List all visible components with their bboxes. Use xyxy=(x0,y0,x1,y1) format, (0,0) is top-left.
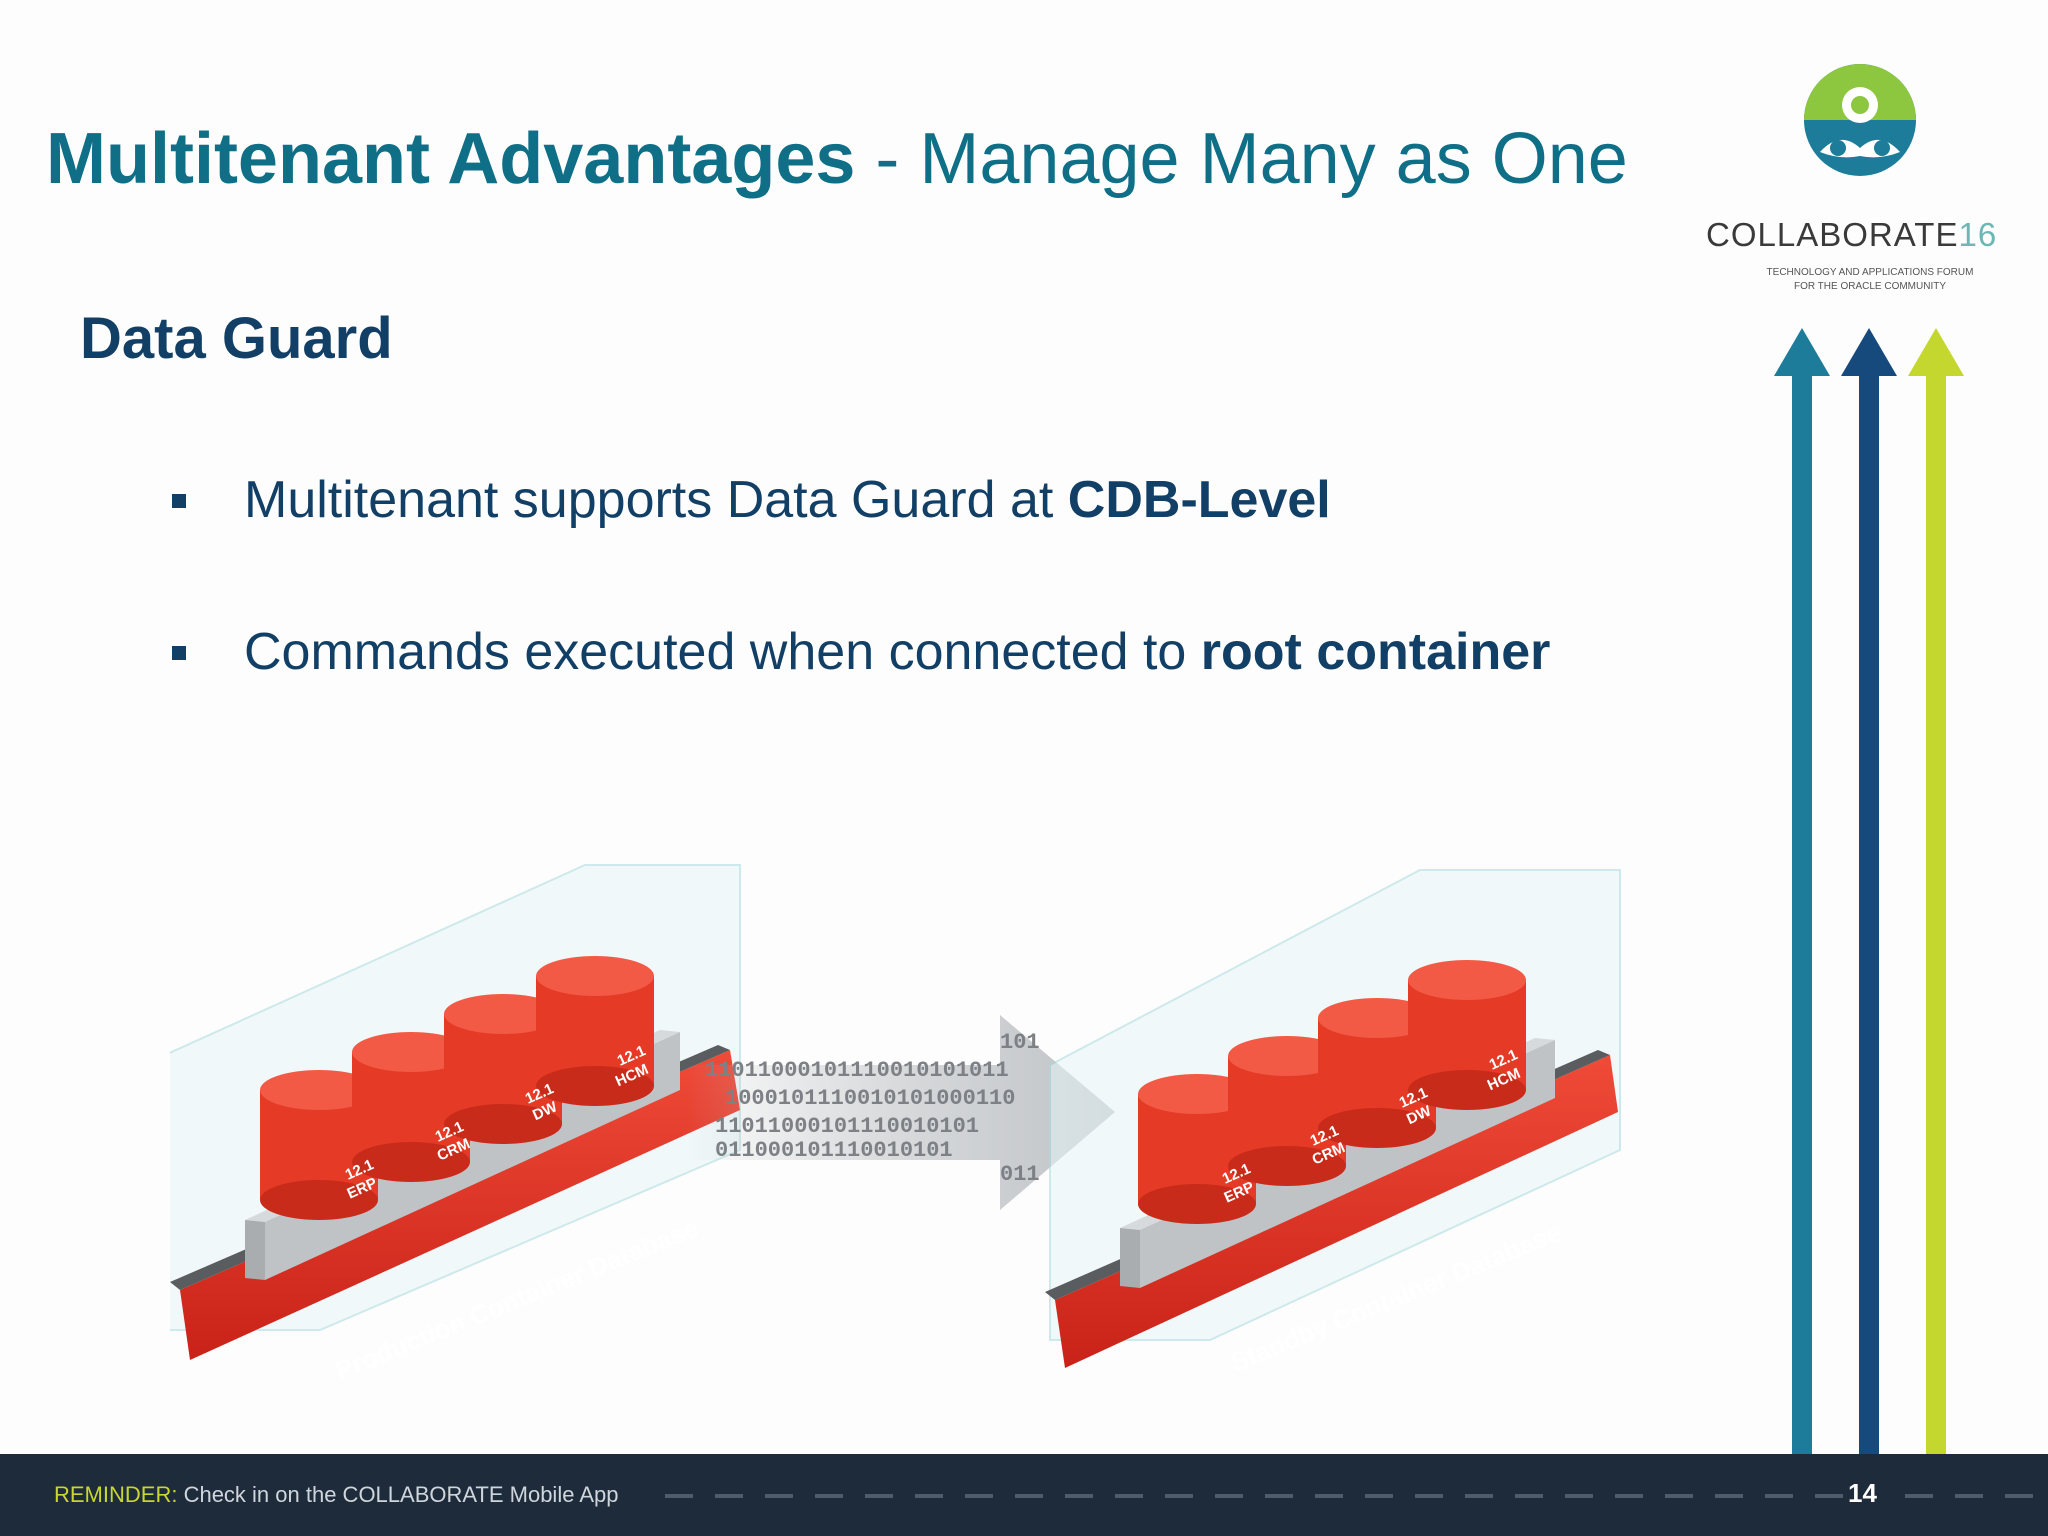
footer-bar: REMINDER: Check in on the COLLABORATE Mo… xyxy=(0,1454,2048,1536)
production-cdb: 12.1ERP 12.1CRM 12.1DW 12.1HCM Productio… xyxy=(170,864,741,1386)
binary-row: 1000101110010101000110 xyxy=(725,1086,1015,1111)
bullet-text: Commands executed when connected to root… xyxy=(244,622,1550,682)
lime-arrow-icon xyxy=(1908,328,1964,1460)
binary-row: 101 xyxy=(1000,1030,1040,1055)
redo-transport-arrow: 101 11011000101110010101011 100010111001… xyxy=(685,1015,1115,1210)
footer-dashes xyxy=(1905,1494,2045,1498)
reminder-label: REMINDER: xyxy=(54,1482,178,1507)
collaborate-logo-icon xyxy=(1804,64,1916,176)
pdb-cylinder-hcm xyxy=(1408,960,1526,1110)
standby-cdb: 12.1ERP 12.1CRM 12.1DW 12.1HCM Standby C… xyxy=(1045,869,1621,1378)
binary-row: 011 xyxy=(1000,1162,1040,1187)
binary-row: 011000101110010101 xyxy=(715,1138,953,1163)
logo-number: 16 xyxy=(1958,216,1998,253)
bullet-square-icon xyxy=(172,646,186,660)
navy-arrow-icon xyxy=(1841,328,1897,1460)
bullet-bold: CDB-Level xyxy=(1067,471,1331,529)
svg-text:12.1DW: 12.1DW xyxy=(523,1080,564,1124)
svg-text:12.1CRM: 12.1CRM xyxy=(1302,1122,1348,1168)
slide-title: Multitenant Advantages - Manage Many as … xyxy=(46,118,1628,200)
svg-text:12.1DW: 12.1DW xyxy=(1397,1084,1438,1128)
page-number: 14 xyxy=(1848,1478,1877,1508)
decorative-arrows xyxy=(1774,328,1964,1460)
logo-tagline-line1: TECHNOLOGY AND APPLICATIONS FORUM xyxy=(1766,267,1974,278)
data-guard-diagram: 12.1ERP 12.1CRM 12.1DW 12.1HCM Productio… xyxy=(170,864,1621,1386)
title-rest: - Manage Many as One xyxy=(855,119,1628,199)
logo-tagline: TECHNOLOGY AND APPLICATIONS FORUM FOR THE… xyxy=(1720,266,2020,294)
svg-text:12.1HCM: 12.1HCM xyxy=(1478,1046,1528,1094)
bullet-bold: root container xyxy=(1200,623,1551,681)
reminder-text: Check in on the COLLABORATE Mobile App xyxy=(177,1482,619,1507)
section-heading: Data Guard xyxy=(80,306,393,371)
footer-reminder: REMINDER: Check in on the COLLABORATE Mo… xyxy=(54,1482,618,1508)
bullet-square-icon xyxy=(172,494,186,508)
footer-dashes xyxy=(665,1494,1845,1498)
bullet-plain: Multitenant supports Data Guard at xyxy=(244,471,1068,529)
binary-row: 11011000101110010101 xyxy=(715,1114,979,1139)
pdb-cylinder-hcm xyxy=(536,956,654,1106)
logo-wordmark: COLLABORATE16 xyxy=(1706,216,1997,254)
teal-arrow-icon xyxy=(1774,328,1830,1460)
logo-name-text: COLLABORATE xyxy=(1706,216,1959,253)
binary-row: 11011000101110010101011 xyxy=(705,1058,1009,1083)
logo-tagline-line2: FOR THE ORACLE COMMUNITY xyxy=(1793,281,1947,292)
bullet-text: Multitenant supports Data Guard at CDB-L… xyxy=(244,470,1331,530)
bullet-plain: Commands executed when connected to xyxy=(244,623,1201,681)
title-bold: Multitenant Advantages xyxy=(46,119,856,199)
